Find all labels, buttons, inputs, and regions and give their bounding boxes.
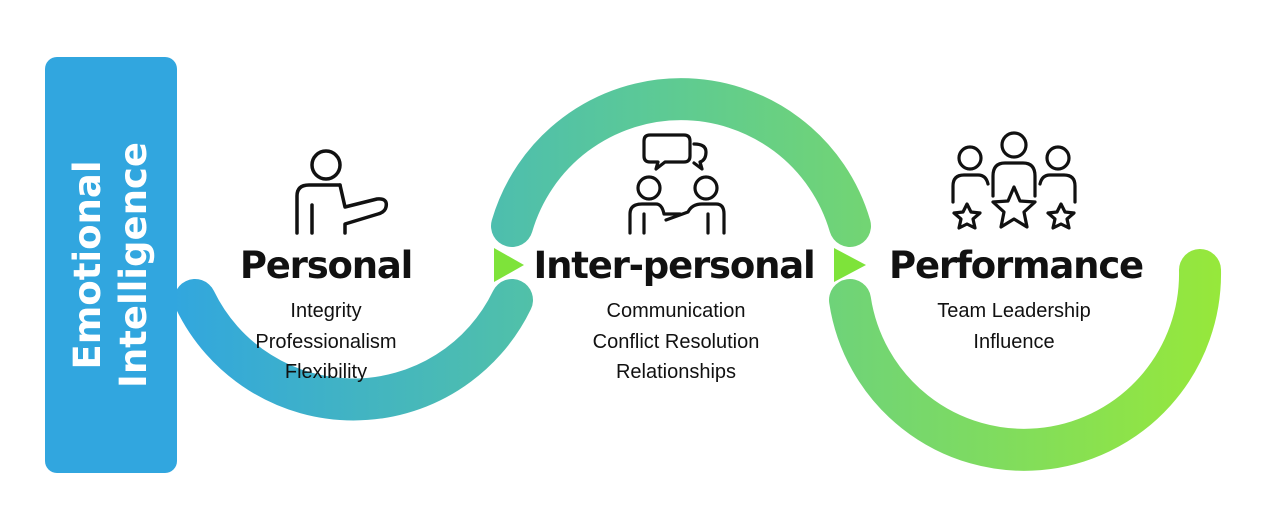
stage-item: Influence	[973, 330, 1055, 353]
stage-item: Relationships	[615, 361, 737, 383]
stage-item: Conflict Resolution	[592, 330, 760, 353]
sidebar-label-line1: Emotional	[66, 160, 109, 370]
presenter-icon	[295, 149, 389, 235]
stage-items-performance: Team Leadership Influence	[896, 296, 1132, 357]
stage-item: Flexibility	[284, 361, 368, 383]
stage-item: Professionalism	[255, 330, 397, 353]
stage-items-inter-personal: Communication Conflict Resolution Relati…	[556, 296, 796, 388]
sidebar-bar	[45, 57, 177, 473]
wave-arc-personal	[174, 279, 533, 421]
stage-title-performance: Performance	[889, 244, 1144, 287]
play-arrow-icon	[494, 248, 524, 282]
stage-item: Integrity	[290, 300, 362, 322]
conversation-icon	[628, 133, 726, 235]
team-stars-icon	[951, 131, 1077, 230]
wave-arc-performance	[829, 249, 1222, 471]
stage-item: Team Leadership	[937, 300, 1091, 322]
stage-title-inter-personal: Inter-personal	[533, 244, 816, 287]
wave-band	[174, 78, 1222, 471]
stage-items-personal: Integrity Professionalism Flexibility	[218, 296, 434, 388]
stage-item: Communication	[606, 300, 746, 322]
wave-arc-inter-personal	[491, 78, 871, 247]
stage-title-personal: Personal	[239, 244, 413, 287]
sidebar-label-line2: Intelligence	[112, 142, 155, 388]
play-arrow-icon	[834, 248, 866, 282]
